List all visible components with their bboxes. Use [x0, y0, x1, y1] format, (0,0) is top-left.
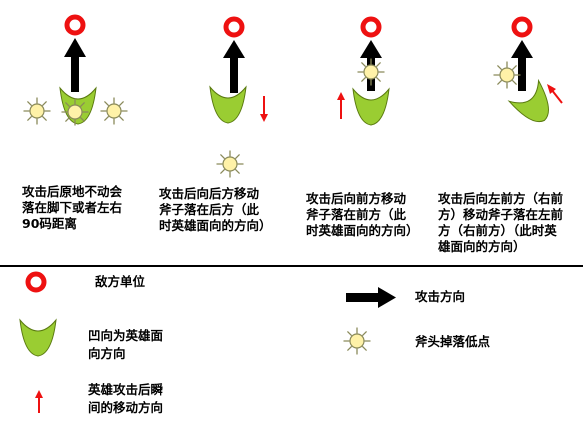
- legend-hero-crescent-icon: [19, 319, 57, 357]
- scenario-3: [337, 19, 390, 126]
- legend-move-arrow-icon: [35, 390, 43, 413]
- legend-axe-landing-label: 斧头掉落低点: [415, 334, 491, 349]
- attack-arrow-icon: [511, 40, 533, 91]
- enemy-target-icon: [226, 19, 242, 35]
- caption-scenario-1: 攻击后原地不动会 落在脚下或者左右 90码距离: [22, 184, 123, 231]
- hero-crescent-icon: [209, 86, 247, 124]
- axe-sun-icon: [493, 61, 521, 89]
- move-arrow-icon: [260, 96, 268, 122]
- caption-scenario-3: 攻击后向前方移动 斧子落在前方（此 时英雄面向的方向）: [306, 191, 419, 238]
- legend-enemy-target-icon: [28, 274, 44, 290]
- legend-axe-sun-icon: [343, 327, 371, 355]
- scenario-2: [209, 19, 268, 178]
- axe-sun-icon: [61, 98, 89, 126]
- caption-scenario-4: 攻击后向左前方（右前 方）移动斧子落在左前 方（右前方）（此时英 雄面向的方向）: [438, 191, 564, 254]
- legend-enemy-label: 敌方单位: [95, 274, 146, 289]
- legend-attack-arrow-icon: [346, 287, 396, 308]
- scenario-4: [493, 19, 563, 132]
- axe-sun-icon: [216, 150, 244, 178]
- legend-hero-facing-label: 凹向为英雄面 向方向: [88, 328, 164, 361]
- scenario-1: [23, 17, 128, 126]
- legend-hero-move-label: 英雄攻击后瞬 间的移动方向: [88, 382, 164, 415]
- move-arrow-icon: [547, 84, 563, 104]
- axe-sun-icon: [100, 97, 128, 125]
- attack-arrow-icon: [223, 40, 245, 93]
- hero-crescent-icon: [352, 88, 390, 126]
- attack-arrow-icon: [64, 38, 86, 92]
- enemy-target-icon: [514, 19, 530, 35]
- enemy-target-icon: [363, 19, 379, 35]
- legend-attack-direction-label: 攻击方向: [415, 289, 466, 304]
- enemy-target-icon: [67, 17, 83, 33]
- axe-sun-icon: [357, 58, 385, 86]
- caption-scenario-2: 攻击后向后方移动 斧子落在后方（此 时英雄面向的方向）: [159, 186, 272, 233]
- axe-sun-icon: [23, 97, 51, 125]
- move-arrow-icon: [337, 92, 345, 119]
